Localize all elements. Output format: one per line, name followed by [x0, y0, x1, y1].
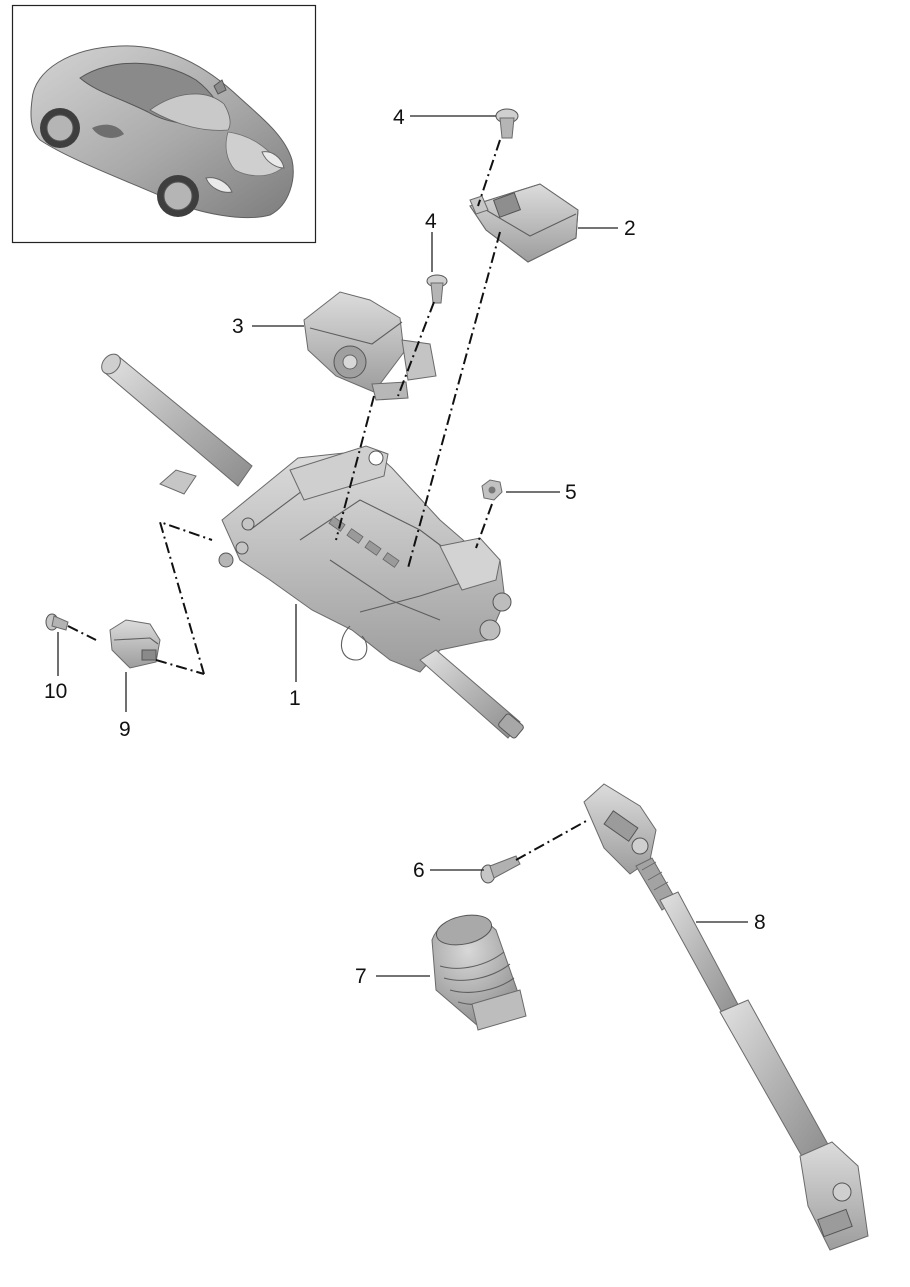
- bolt-4-upper: [495, 108, 519, 139]
- assembly-lines: [67, 139, 589, 861]
- callout-3: 3: [232, 315, 244, 338]
- callout-4-upper: 4: [393, 106, 405, 129]
- screw-10: [45, 613, 69, 631]
- column-lower-shaft: [419, 649, 521, 739]
- callout-2: 2: [624, 217, 636, 240]
- vehicle-inset: [11, 4, 317, 244]
- nut-5: [481, 479, 503, 501]
- shaft-boot: [431, 914, 527, 1031]
- callout-9: 9: [119, 718, 131, 741]
- column-upper-tube: [103, 355, 253, 487]
- bolt-4-lower: [426, 274, 448, 304]
- callout-4-lower: 4: [425, 210, 437, 233]
- leader-lines: [57, 115, 748, 977]
- column-left-bracket: [159, 469, 197, 495]
- callout-7: 6: [413, 859, 425, 882]
- steering-column: [101, 353, 524, 739]
- callout-6: 8: [754, 911, 766, 934]
- steering-lock: [303, 291, 437, 401]
- car-overview-icon: [30, 45, 294, 219]
- clip-9: [109, 619, 161, 669]
- callout-8: 7: [355, 965, 367, 988]
- callout-5: 5: [565, 481, 577, 504]
- callout-labels: 4 4 2 3 5 1 10 9 6 7 8: [44, 106, 766, 988]
- intermediate-shaft: [583, 783, 869, 1251]
- control-unit: [469, 183, 579, 263]
- bolt-7: [480, 855, 521, 884]
- callout-10: 10: [44, 680, 67, 703]
- callout-1: 1: [289, 687, 301, 710]
